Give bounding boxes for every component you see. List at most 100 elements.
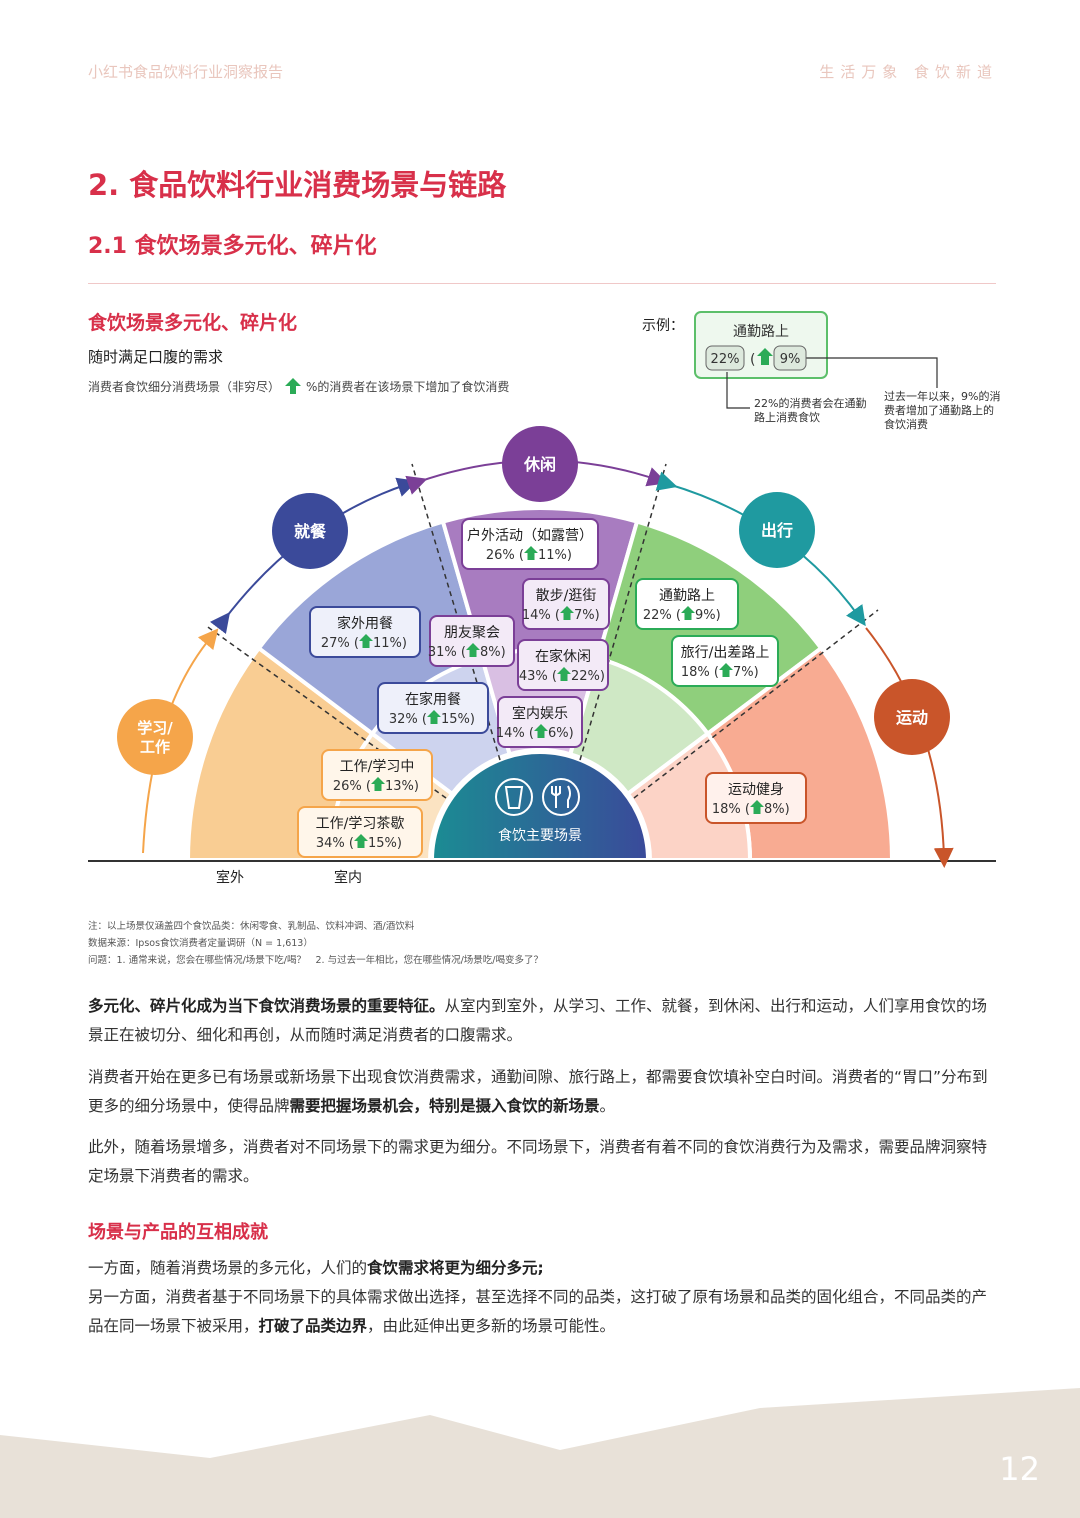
scene-box-frame bbox=[517, 639, 609, 691]
cup-icon bbox=[495, 778, 533, 816]
scene-name: 工作/学习茶歇 bbox=[316, 816, 405, 832]
scene-box-frame bbox=[522, 578, 610, 630]
scene-pct: 14% ( bbox=[522, 608, 560, 623]
scene-name: 户外活动（如露营） bbox=[467, 527, 593, 544]
scene-inc: 7%) bbox=[574, 608, 600, 623]
scene-box-frame bbox=[309, 606, 421, 658]
green-up-arrow-icon bbox=[371, 777, 385, 791]
green-up-arrow-icon bbox=[285, 378, 302, 394]
scene-inc: 15%) bbox=[441, 712, 475, 727]
subheading-scene-product: 场景与产品的互相成就 bbox=[88, 1222, 268, 1243]
scene-box-frame bbox=[321, 749, 433, 801]
paragraph-3: 此外，随着场景增多，消费者对不同场景下的需求更为细分。不同场景下，消费者有着不同… bbox=[88, 1133, 996, 1191]
green-up-arrow-icon bbox=[750, 800, 764, 814]
subsection-title: 2.1 食饮场景多元化、碎片化 bbox=[88, 234, 377, 259]
example-connectors bbox=[726, 357, 938, 409]
green-up-arrow-icon bbox=[427, 710, 441, 724]
scene-inc: 6%) bbox=[548, 726, 574, 741]
example-box: 通勤路上 bbox=[694, 311, 828, 379]
center-label: 食饮主要场景 bbox=[498, 827, 582, 844]
p2-text: 消费者开始在更多已有场景或新场景下出现食饮消费需求，通勤间隙、旅行路上，都需要食… bbox=[88, 1068, 988, 1115]
figure-legend: 消费者食饮细分消费场景（非穷尽） %的消费者在该场景下增加了食饮消费 bbox=[88, 377, 509, 395]
green-up-arrow-icon bbox=[719, 663, 733, 677]
note-source: 数据来源：Ipsos食饮消费者定量调研（N = 1,613） bbox=[88, 938, 313, 949]
example-pct: 22% bbox=[711, 352, 740, 367]
scene-box: 散步/逛街 14% ( 7%) bbox=[522, 578, 610, 630]
category-leisure-label: 休闲 bbox=[523, 455, 556, 474]
p5-text: 另一方面，消费者基于不同场景下的具体需求做出选择，甚至选择不同的品类，这打破了原… bbox=[88, 1288, 988, 1335]
scene-name: 工作/学习中 bbox=[340, 759, 415, 775]
example-note-left: 22%的消费者会在通勤路上消费食饮 bbox=[754, 397, 867, 424]
scene-box-frame bbox=[497, 696, 583, 748]
scene-pct: 18% ( bbox=[712, 802, 750, 817]
green-up-arrow-icon bbox=[466, 643, 480, 657]
p4-bold: 食饮需求将更为细分多元; bbox=[367, 1259, 544, 1277]
center-icons bbox=[495, 778, 580, 816]
category-dining: 就餐 bbox=[272, 493, 348, 569]
scene-pct: 26% ( bbox=[486, 548, 524, 563]
scene-pct: 27% ( bbox=[321, 636, 359, 651]
example-pills: 22% ( 9% bbox=[705, 345, 807, 371]
scene-name: 在家用餐 bbox=[405, 691, 461, 708]
scene-box-frame bbox=[635, 578, 739, 630]
category-study-line2: 工作 bbox=[140, 738, 170, 756]
green-up-arrow-icon bbox=[524, 546, 538, 560]
legend-prefix: 消费者食饮细分消费场景（非穷尽） bbox=[88, 379, 281, 394]
legend-suffix: %的消费者在该场景下增加了食饮消费 bbox=[306, 379, 510, 394]
section-title: 2. 食品饮料行业消费场景与链路 bbox=[88, 168, 507, 202]
p4-text: 一方面，随着消费场景的多元化，人们的 bbox=[88, 1259, 368, 1277]
category-study-line1: 学习/ bbox=[137, 719, 173, 737]
scene-box: 工作/学习中 26% ( 13%) bbox=[321, 749, 433, 801]
scene-name: 通勤路上 bbox=[659, 588, 715, 604]
scene-pct: 26% ( bbox=[333, 779, 371, 794]
example-title: 通勤路上 bbox=[733, 324, 789, 340]
scene-box: 在家休闲 43% ( 22%) bbox=[517, 639, 609, 691]
example-inc: 9% bbox=[780, 352, 801, 367]
green-up-arrow-icon bbox=[681, 606, 695, 620]
scene-box-frame bbox=[377, 682, 489, 734]
scene-inc: 8%) bbox=[764, 802, 790, 817]
report-tagline: 生活万象 食饮新道 bbox=[819, 63, 998, 81]
scene-pct: 34% ( bbox=[316, 836, 354, 851]
scene-name: 家外用餐 bbox=[337, 615, 393, 632]
scene-inc: 13%) bbox=[385, 779, 419, 794]
figure-notes: 注：以上场景仅涵盖四个食饮品类：休闲零食、乳制品、饮料冲调、酒/酒饮料 数据来源… bbox=[88, 918, 543, 969]
example-label: 示例： bbox=[642, 318, 684, 334]
scene-box-frame bbox=[705, 772, 807, 824]
scene-name: 散步/逛街 bbox=[536, 588, 597, 604]
scene-pct: 31% ( bbox=[428, 645, 466, 660]
scene-name: 运动健身 bbox=[728, 782, 784, 798]
example-note-right: 过去一年以来，9%的消费者增加了通勤路上的食饮消费 bbox=[884, 390, 1001, 431]
paragraph-4: 一方面，随着消费场景的多元化，人们的食饮需求将更为细分多元; bbox=[88, 1254, 996, 1283]
scene-pct: 14% ( bbox=[496, 726, 534, 741]
p5-end: ，由此延伸出更多新的场景可能性。 bbox=[367, 1317, 616, 1335]
scene-name: 室内娱乐 bbox=[512, 705, 568, 722]
scene-box-frame bbox=[297, 806, 423, 858]
scene-inc: 22%) bbox=[571, 669, 605, 684]
scene-pct: 43% ( bbox=[519, 669, 557, 684]
scene-pct: 18% ( bbox=[681, 665, 719, 680]
divider bbox=[88, 283, 996, 284]
category-study-work: 学习/ 工作 bbox=[117, 699, 193, 775]
scene-box: 室内娱乐 14% ( 6%) bbox=[496, 696, 583, 748]
note-scope: 注：以上场景仅涵盖四个食饮品类：休闲零食、乳制品、饮料冲调、酒/酒饮料 bbox=[88, 921, 415, 932]
cup-shape bbox=[504, 786, 524, 809]
scene-name: 在家休闲 bbox=[535, 648, 591, 665]
example-paren-open: ( bbox=[750, 352, 755, 368]
category-sport-label: 运动 bbox=[896, 708, 928, 727]
figure-title: 食饮场景多元化、碎片化 bbox=[88, 312, 298, 334]
scene-box: 运动健身 18% ( 8%) bbox=[705, 772, 807, 824]
p2-bold: 需要把握场景机会，特别是摄入食饮的新场景 bbox=[289, 1097, 600, 1115]
category-travel: 出行 bbox=[739, 492, 815, 568]
scene-box-frame bbox=[671, 635, 779, 687]
bottom-wave bbox=[0, 1388, 1080, 1518]
page-number: 12 bbox=[999, 1450, 1040, 1488]
scene-inc: 8%) bbox=[480, 645, 506, 660]
